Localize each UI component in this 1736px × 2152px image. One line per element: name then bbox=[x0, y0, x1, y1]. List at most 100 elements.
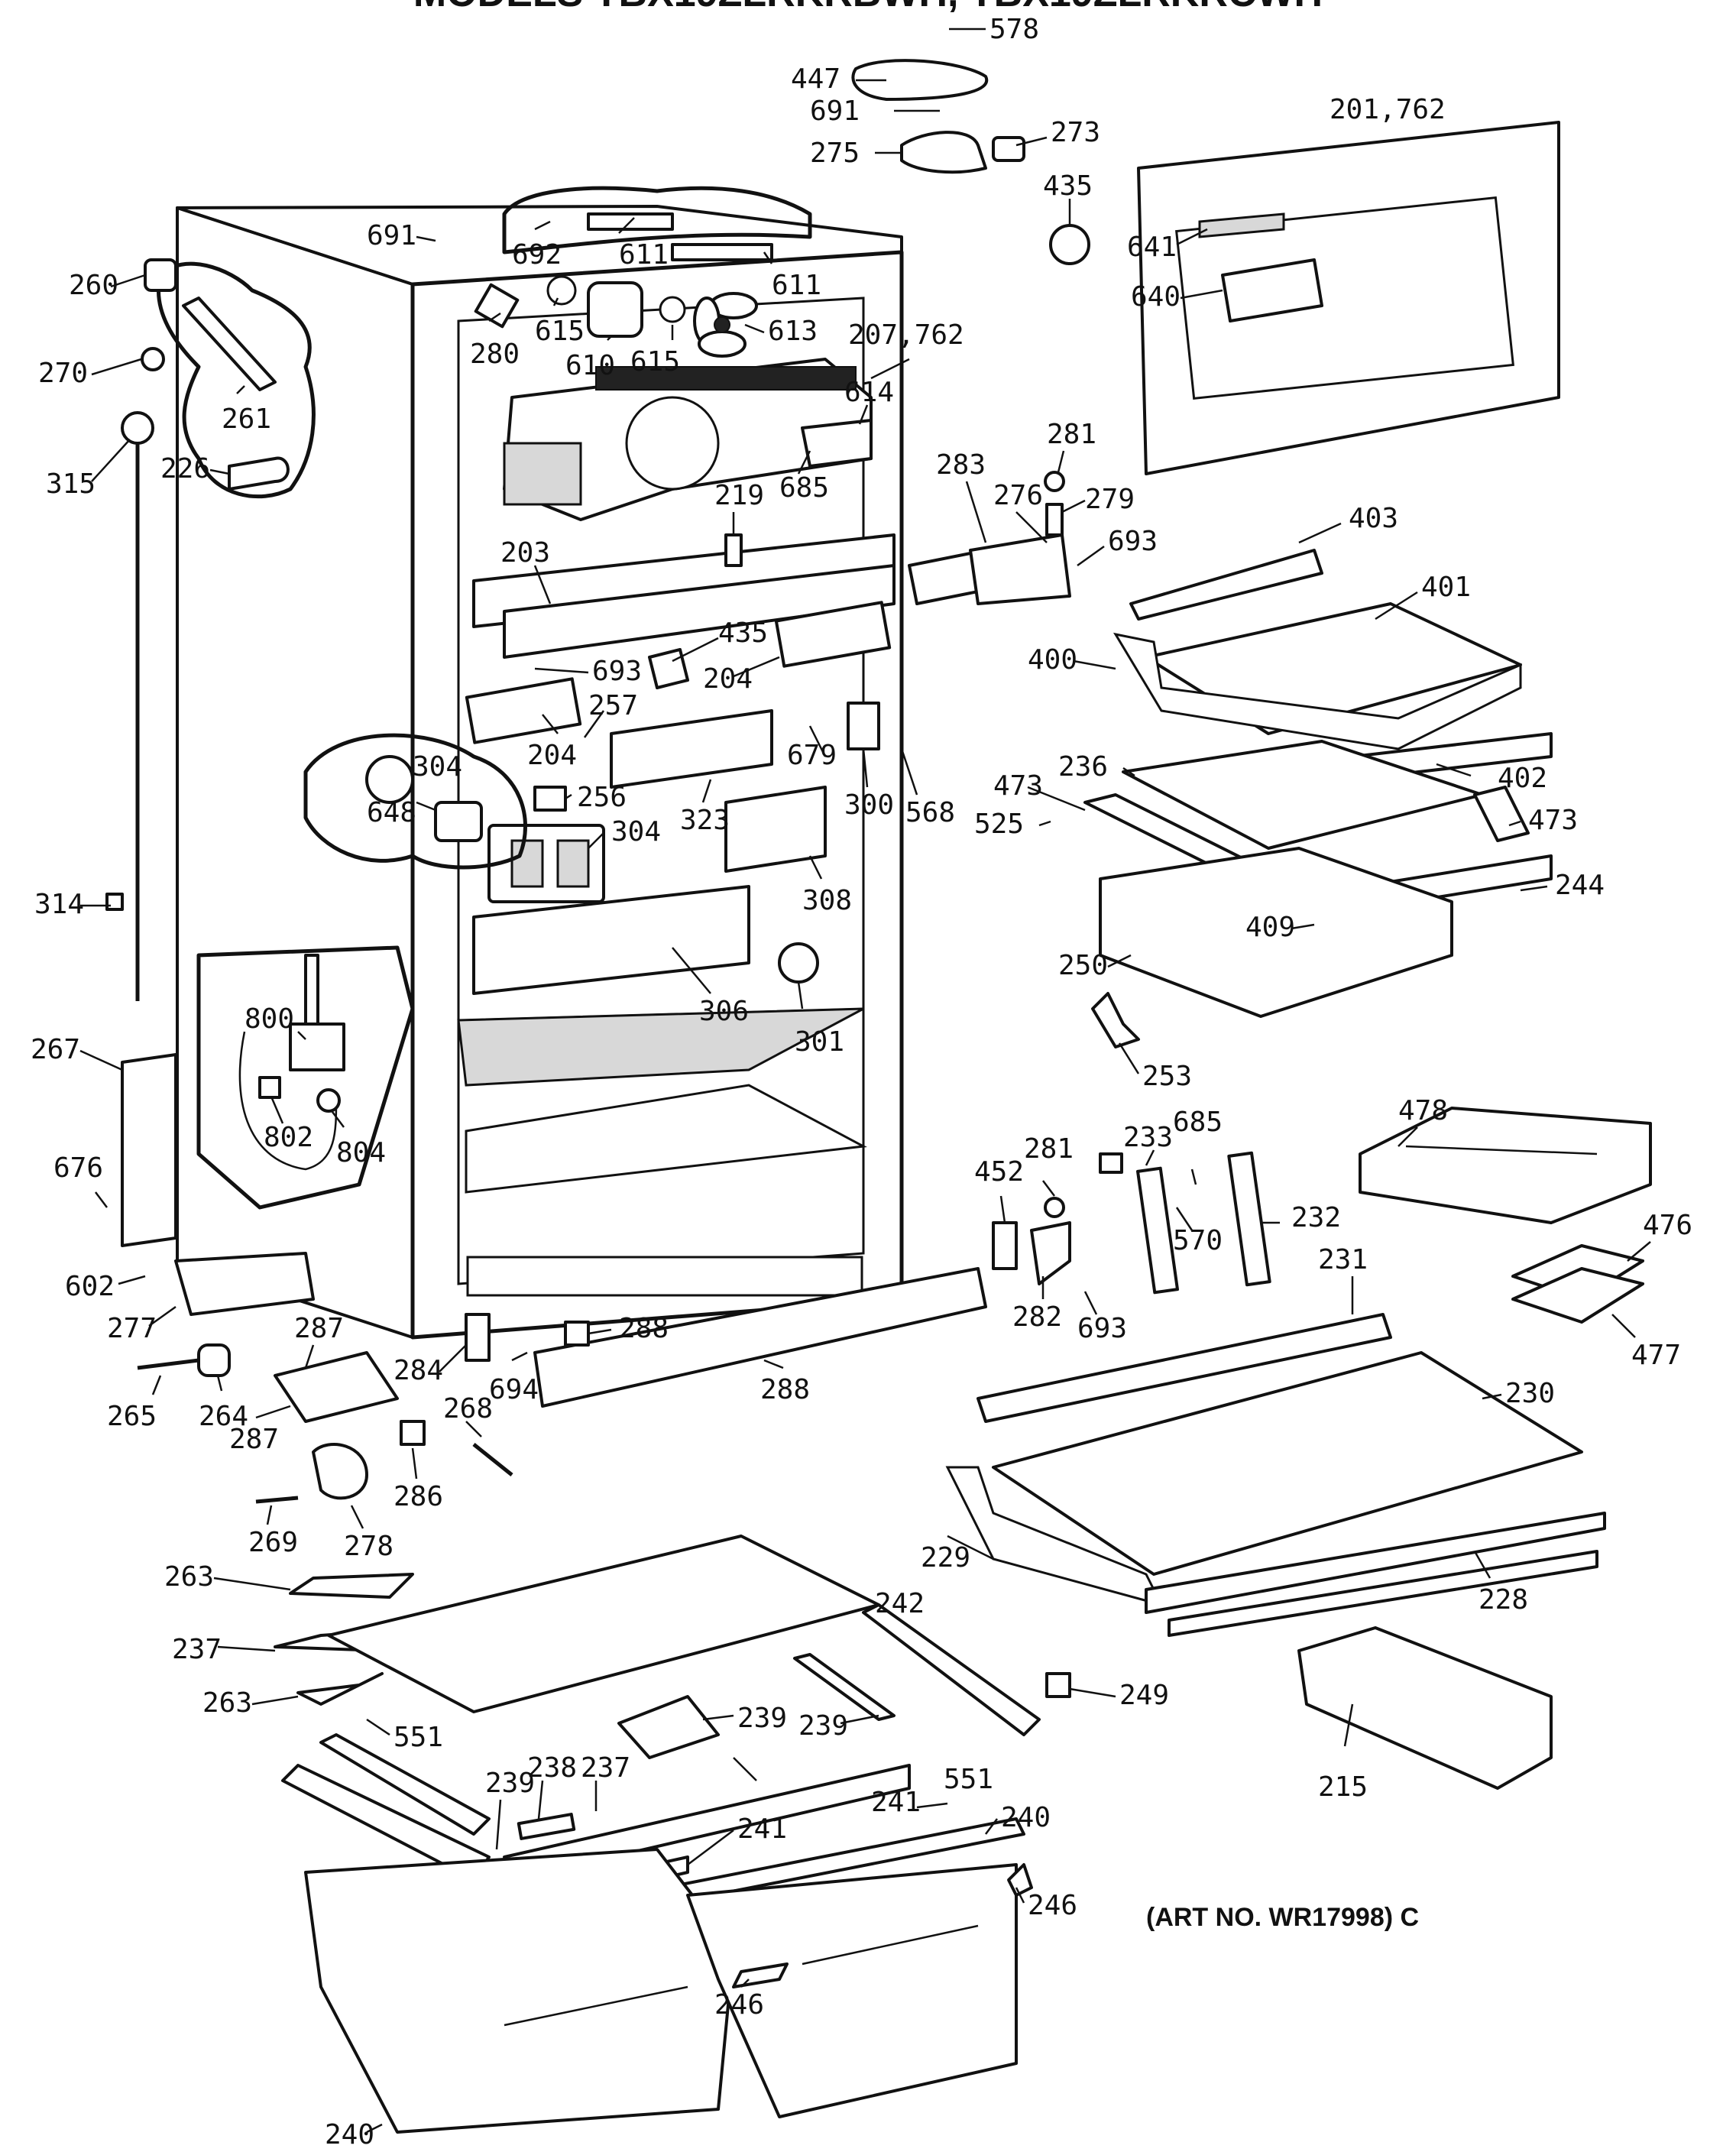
tube-226 bbox=[228, 456, 290, 491]
callout-611-a: 611 bbox=[619, 239, 669, 271]
callout-800: 800 bbox=[245, 1003, 294, 1035]
axle-265 bbox=[137, 1358, 199, 1370]
washer-281 bbox=[1044, 471, 1065, 492]
bracket-802 bbox=[258, 1076, 281, 1099]
callout-685: 685 bbox=[779, 472, 829, 504]
bracket-277 bbox=[174, 1252, 315, 1316]
callout-230: 230 bbox=[1505, 1378, 1555, 1409]
callout-679: 679 bbox=[787, 740, 837, 771]
callout-233: 233 bbox=[1123, 1122, 1173, 1153]
callout-267: 267 bbox=[31, 1034, 80, 1065]
bracket-284 bbox=[465, 1313, 491, 1362]
fitting-315 bbox=[121, 411, 154, 445]
panel-267 bbox=[121, 1053, 177, 1247]
callout-308: 308 bbox=[802, 885, 852, 916]
callout-261: 261 bbox=[222, 404, 271, 435]
light-socket-219 bbox=[724, 533, 743, 567]
callout-614: 614 bbox=[844, 377, 894, 408]
clip-233 bbox=[1099, 1152, 1123, 1174]
rail-263b bbox=[296, 1672, 384, 1706]
callout-401: 401 bbox=[1421, 572, 1471, 603]
callout-323: 323 bbox=[680, 805, 730, 836]
callout-257: 257 bbox=[588, 690, 638, 721]
callout-610: 610 bbox=[565, 350, 615, 381]
bottom-grille-recess bbox=[466, 1256, 863, 1297]
fan-motor-610 bbox=[587, 281, 643, 338]
fresh-food-floor bbox=[465, 1084, 867, 1194]
fan-duct bbox=[503, 442, 582, 506]
grommet-615a bbox=[546, 275, 577, 306]
callout-240-bottom: 240 bbox=[325, 2119, 374, 2150]
fresh-food-top bbox=[457, 1007, 864, 1087]
water-valve-800 bbox=[289, 1023, 345, 1071]
rail-203-lower bbox=[503, 564, 896, 659]
callout-283: 283 bbox=[936, 449, 986, 481]
rail-263a bbox=[289, 1573, 414, 1599]
callout-256: 256 bbox=[577, 782, 627, 813]
callout-615-a: 615 bbox=[535, 316, 585, 347]
drawer-250 bbox=[1099, 847, 1453, 1018]
crisper-handle-right bbox=[802, 1924, 979, 1966]
slide-473b bbox=[1473, 786, 1530, 842]
callout-labels: 578 447 691 275 273 435 201,762 641 640 … bbox=[31, 14, 1692, 2150]
callout-239-left: 239 bbox=[485, 1768, 535, 1799]
leader-lines bbox=[79, 28, 1651, 2134]
callout-237-mid: 237 bbox=[581, 1752, 630, 1784]
rail-231 bbox=[976, 1313, 1392, 1423]
callout-473-left: 473 bbox=[993, 770, 1043, 802]
callout-241-right: 241 bbox=[871, 1787, 921, 1818]
clip-314 bbox=[105, 893, 124, 911]
water-valve-inset bbox=[196, 945, 415, 1210]
callout-236: 236 bbox=[1058, 751, 1108, 783]
callout-228: 228 bbox=[1479, 1584, 1528, 1616]
callout-279: 279 bbox=[1085, 484, 1135, 515]
rail-246b bbox=[1007, 1863, 1033, 1897]
water-line-cloud bbox=[156, 261, 316, 499]
callout-692: 692 bbox=[512, 239, 562, 271]
grommet-615b bbox=[659, 296, 686, 323]
top-hinge-275 bbox=[900, 131, 987, 174]
bracket-611b bbox=[671, 243, 773, 261]
shelf-frame-400 bbox=[1113, 632, 1522, 750]
callout-246-right: 246 bbox=[1028, 1890, 1077, 1921]
callout-314: 314 bbox=[34, 889, 84, 920]
clip-249 bbox=[1045, 1672, 1071, 1698]
duct-614 bbox=[801, 419, 873, 468]
clip-288 bbox=[564, 1321, 590, 1347]
valve-stem bbox=[304, 954, 319, 1033]
callout-282: 282 bbox=[1012, 1301, 1062, 1333]
callout-201-762: 201,762 bbox=[1330, 94, 1446, 125]
callout-239-slides: 239 bbox=[798, 1710, 848, 1742]
hinge-pin-279 bbox=[1045, 503, 1064, 536]
callout-273: 273 bbox=[1051, 117, 1100, 148]
motor-278 bbox=[312, 1443, 368, 1500]
callout-693: 693 bbox=[1108, 526, 1158, 557]
switch-300 bbox=[847, 702, 880, 750]
shelf-230 bbox=[992, 1351, 1583, 1576]
control-housing-323 bbox=[610, 709, 773, 789]
ice-bin-478 bbox=[1359, 1107, 1652, 1224]
fan-motor-group bbox=[474, 212, 773, 358]
callout-241-left: 241 bbox=[737, 1813, 787, 1845]
callout-300: 300 bbox=[844, 789, 894, 821]
light-435 bbox=[1049, 224, 1090, 265]
callout-435-mid: 435 bbox=[718, 617, 768, 649]
water-tube bbox=[238, 1031, 338, 1171]
callout-568: 568 bbox=[905, 797, 955, 828]
callout-648: 648 bbox=[367, 797, 416, 828]
callout-246-left: 246 bbox=[714, 1989, 764, 2021]
callout-304-top: 304 bbox=[413, 751, 462, 783]
slide-239-left bbox=[281, 1764, 491, 1881]
callout-232: 232 bbox=[1291, 1202, 1341, 1233]
callout-400: 400 bbox=[1028, 644, 1077, 676]
wire-273 bbox=[992, 136, 1025, 162]
callout-694: 694 bbox=[489, 1374, 539, 1405]
callout-250: 250 bbox=[1058, 950, 1108, 981]
fan-grille-rail bbox=[595, 366, 857, 391]
panel-recess bbox=[1175, 196, 1514, 400]
callout-238: 238 bbox=[527, 1752, 577, 1784]
callout-207-762: 207,762 bbox=[848, 319, 964, 351]
callout-229: 229 bbox=[921, 1542, 970, 1573]
